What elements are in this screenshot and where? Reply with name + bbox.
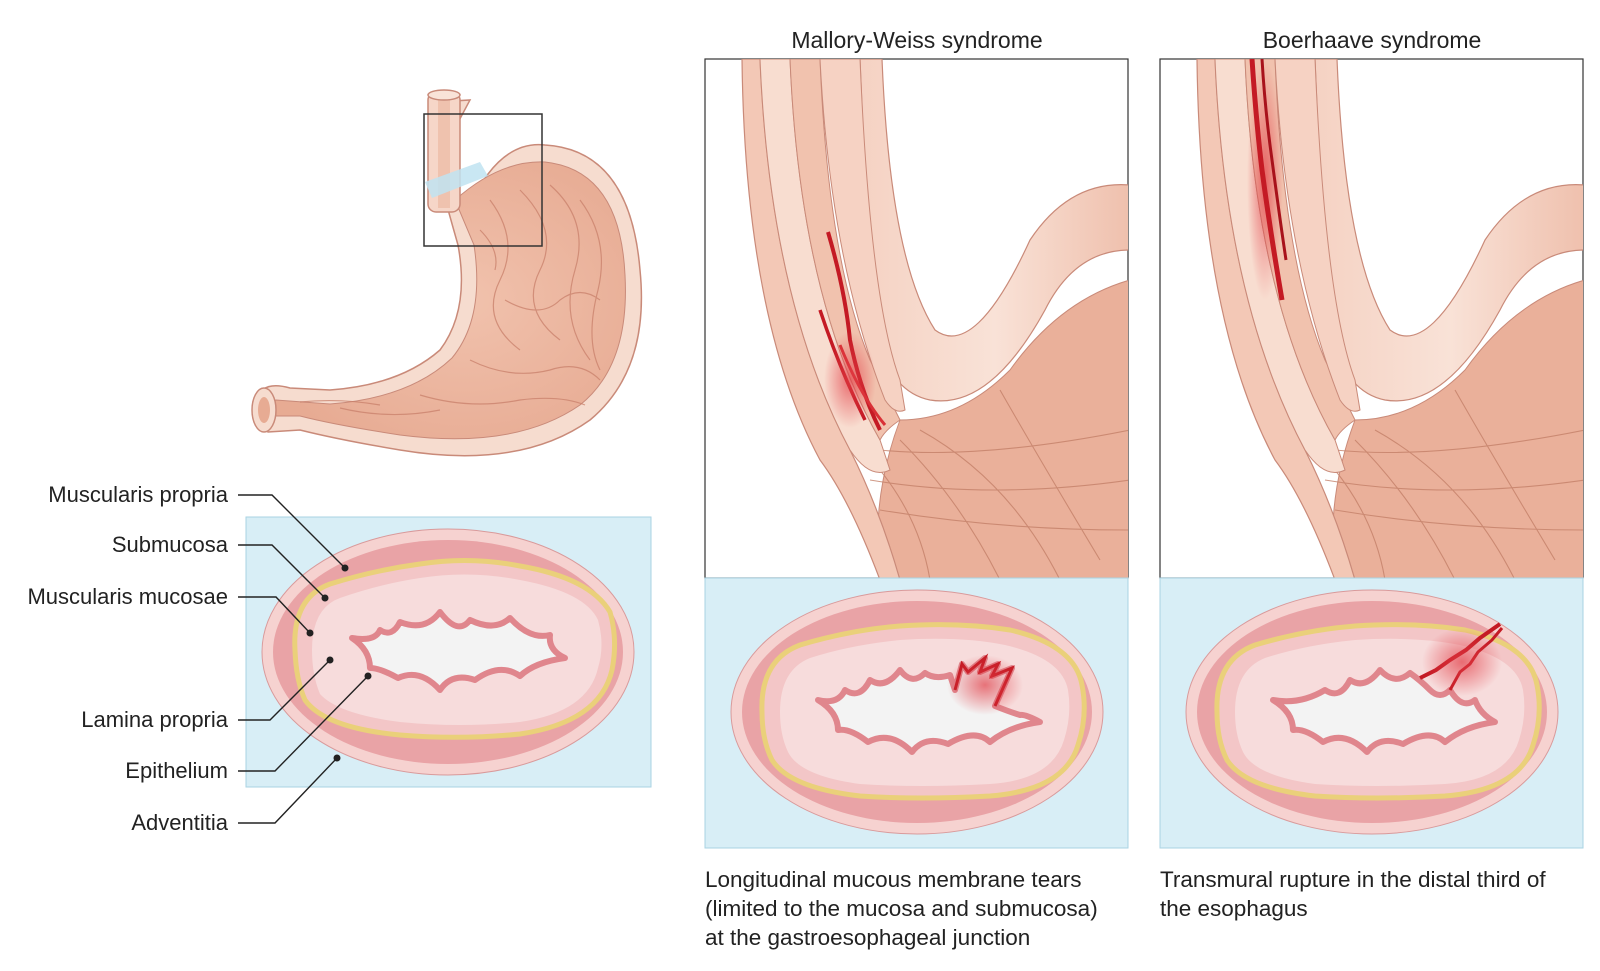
label-submucosa: Submucosa bbox=[112, 532, 229, 557]
boerhaave-detail bbox=[1160, 59, 1585, 848]
mallory-weiss-title: Mallory-Weiss syndrome bbox=[791, 27, 1042, 53]
boerhaave-title: Boerhaave syndrome bbox=[1263, 27, 1482, 53]
label-muscularis-mucosae: Muscularis mucosae bbox=[27, 584, 228, 609]
boerhaave-caption-line-2: the esophagus bbox=[1160, 896, 1308, 921]
mallory-caption-line-2: (limited to the mucosa and submucosa) bbox=[705, 896, 1098, 921]
label-muscularis-propria: Muscularis propria bbox=[48, 482, 228, 507]
mallory-caption-line-3: at the gastroesophageal junction bbox=[705, 925, 1030, 950]
label-epithelium: Epithelium bbox=[125, 758, 228, 783]
mallory-caption-line-1: Longitudinal mucous membrane tears bbox=[705, 867, 1081, 892]
boerhaave-caption-line-1: Transmural rupture in the distal third o… bbox=[1160, 867, 1546, 892]
label-adventitia: Adventitia bbox=[131, 810, 228, 835]
stomach-overview bbox=[252, 90, 641, 456]
mallory-weiss-detail bbox=[705, 59, 1130, 848]
cross-section-normal bbox=[246, 517, 651, 787]
label-lamina-propria: Lamina propria bbox=[81, 707, 229, 732]
